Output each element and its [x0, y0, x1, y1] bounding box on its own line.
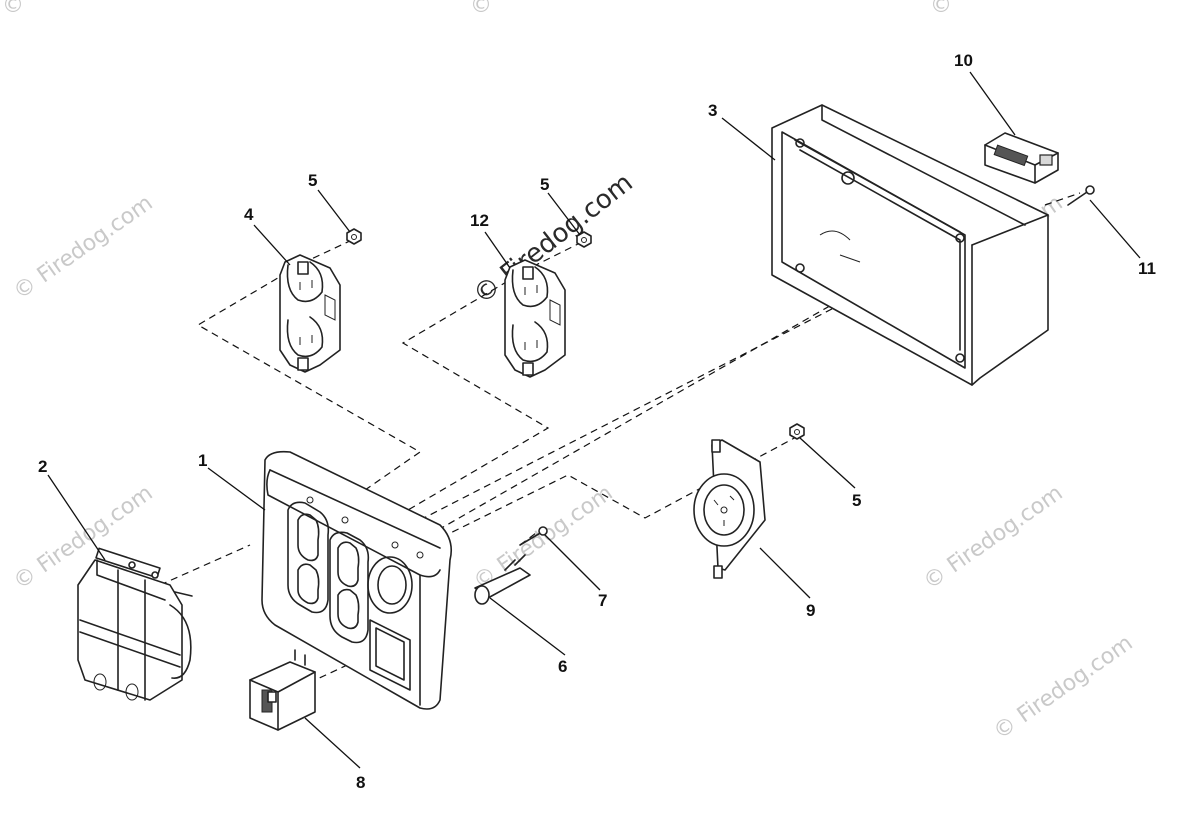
callout-7: 7	[598, 591, 607, 610]
outlet-left	[279, 254, 341, 373]
leader-lines	[47, 71, 1141, 769]
watermark: ©	[930, 0, 952, 18]
watermark: ©	[470, 0, 492, 18]
twist-lock-receptacle	[693, 439, 766, 579]
callout-6: 6	[558, 657, 567, 676]
watermark: © Firedog.com	[989, 631, 1137, 745]
nut-top-left	[346, 228, 362, 245]
watermark: © Firedog.com	[9, 191, 157, 305]
watermark: ©	[2, 0, 24, 18]
callout-8: 8	[356, 773, 365, 792]
outlet-right	[504, 259, 566, 378]
callout-5c: 5	[852, 491, 861, 510]
callout-12: 12	[470, 211, 489, 230]
callout-11: 11	[1138, 259, 1156, 278]
callout-10: 10	[954, 51, 973, 70]
callout-3: 3	[708, 101, 717, 120]
screw-small	[519, 526, 548, 546]
rocker-switch	[249, 649, 316, 731]
callout-5b: 5	[540, 175, 549, 194]
nut-right	[789, 423, 805, 440]
breaker-small	[474, 554, 531, 605]
nut-top-right	[576, 231, 592, 248]
housing-box	[771, 104, 1049, 386]
watermark: © Firedog.com	[919, 481, 1067, 595]
callout-2: 2	[38, 457, 47, 476]
front-panel	[261, 450, 453, 710]
cover	[77, 547, 193, 701]
watermark: © Firedog.com	[469, 481, 617, 595]
callout-5a: 5	[308, 171, 317, 190]
screw-right	[1067, 185, 1095, 206]
connector	[984, 132, 1059, 184]
callout-9: 9	[806, 601, 815, 620]
callout-4: 4	[244, 205, 254, 224]
callout-1: 1	[198, 451, 207, 470]
